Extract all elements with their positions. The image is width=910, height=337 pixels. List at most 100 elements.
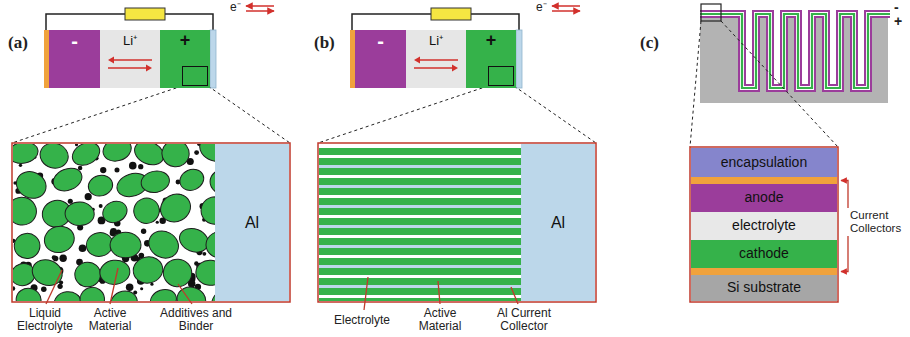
anode-layer: anode <box>691 184 837 212</box>
layer-stripe <box>319 198 521 205</box>
active-particle <box>100 144 134 164</box>
active-particle <box>195 259 215 286</box>
binder-dot <box>59 255 66 262</box>
layer-stripe <box>319 208 521 215</box>
binder-dot <box>99 204 103 208</box>
layer-stripe <box>319 248 521 255</box>
binder-dot <box>52 255 56 259</box>
layer-stripe <box>319 175 521 178</box>
zoom-box <box>488 66 514 86</box>
layer-stripe <box>319 238 521 245</box>
binder-dot <box>141 229 146 234</box>
zoom-line <box>12 86 182 143</box>
inset-frame <box>318 143 596 302</box>
active-particle <box>15 287 43 301</box>
load-resistor <box>431 8 471 20</box>
substrate-layer: Si substrate <box>691 275 837 301</box>
zoom-line <box>208 86 290 143</box>
part-label: Liquid Electrolyte <box>5 307 85 333</box>
active-particle <box>156 189 196 227</box>
ion-arrow <box>419 59 458 61</box>
node-label: - <box>377 30 384 52</box>
cathode-box: + <box>466 30 516 88</box>
binder-dot <box>78 166 82 170</box>
active-particle <box>206 231 215 259</box>
layer-stripe <box>319 188 521 195</box>
node-label: + <box>180 31 191 51</box>
ion-arrow <box>414 67 453 69</box>
active-particle <box>160 144 191 169</box>
part-label: Active Material <box>405 307 475 333</box>
layer-stripe <box>319 255 521 258</box>
anode-box: - <box>355 30 406 88</box>
part-label: Current Collectors <box>850 209 906 234</box>
active-particle <box>196 144 215 165</box>
electrolyte-box: Li⁺ <box>406 30 466 88</box>
node-label: encapsulation <box>721 155 807 170</box>
arrow-head <box>414 57 420 64</box>
active-particle <box>208 284 215 301</box>
arrow-head <box>452 65 458 72</box>
active-particle <box>162 258 192 287</box>
leader-line <box>46 270 62 304</box>
binder-dot <box>75 144 78 146</box>
active-particle <box>79 286 106 301</box>
electrolyte-layer: electrolyte <box>691 212 837 240</box>
binder-dot <box>41 287 47 293</box>
layer-stripe <box>319 288 521 295</box>
binder-dot <box>188 160 193 165</box>
particles <box>13 144 215 301</box>
binder-dot <box>126 283 134 291</box>
layer-stripe <box>319 278 521 285</box>
active-particle <box>74 262 101 288</box>
anode-box: - <box>49 30 100 88</box>
node-label: Li⁺ <box>429 34 443 48</box>
leader-line <box>438 281 440 304</box>
al-collector-box: Al <box>215 144 289 301</box>
inset-ground <box>691 148 837 301</box>
node-label: - <box>71 30 78 52</box>
leader-line <box>511 287 518 304</box>
node-label: Si substrate <box>727 280 801 295</box>
node-label: electrolyte <box>732 218 796 233</box>
layer-stripe <box>319 195 521 198</box>
binder-dot <box>138 164 143 169</box>
part-label: Active Material <box>75 307 145 333</box>
leader-line <box>364 277 368 310</box>
current-collector-layer <box>691 268 837 275</box>
active-particle <box>50 164 86 195</box>
inset-frame <box>12 143 290 302</box>
electron-arrow <box>246 5 274 7</box>
conformal-stack <box>700 14 890 88</box>
binder-dot <box>202 252 206 256</box>
active-particle <box>99 197 130 226</box>
inset-ground <box>319 144 521 301</box>
cathode-box: + <box>160 30 210 88</box>
trenches <box>742 14 868 88</box>
layer-stripe <box>319 275 521 278</box>
node-label: Al <box>551 214 565 232</box>
binder-dot <box>129 162 137 170</box>
al-collector-box: Al <box>521 144 595 301</box>
part-label: Al Current Collector <box>484 307 564 333</box>
al-collector <box>516 30 522 88</box>
arrow-head <box>108 57 114 64</box>
binder-dot <box>53 256 59 262</box>
part-label: Electrolyte <box>322 314 402 327</box>
electron-arrow <box>246 10 274 12</box>
active-particle <box>110 232 141 257</box>
active-particle <box>198 193 215 227</box>
active-particle <box>148 286 180 301</box>
load-resistor <box>125 8 165 20</box>
layer-stripe <box>319 228 521 235</box>
layer-stripe <box>319 148 521 155</box>
binder-dot <box>100 167 106 173</box>
layer-stripe <box>319 245 521 248</box>
layer-stripe <box>319 295 521 298</box>
binder-dot <box>114 167 119 172</box>
al-collector <box>210 30 216 88</box>
binder-dot <box>79 245 87 253</box>
layer-stripe <box>319 185 521 188</box>
active-particle <box>65 201 95 226</box>
electron-label: e⁻ <box>230 1 241 14</box>
